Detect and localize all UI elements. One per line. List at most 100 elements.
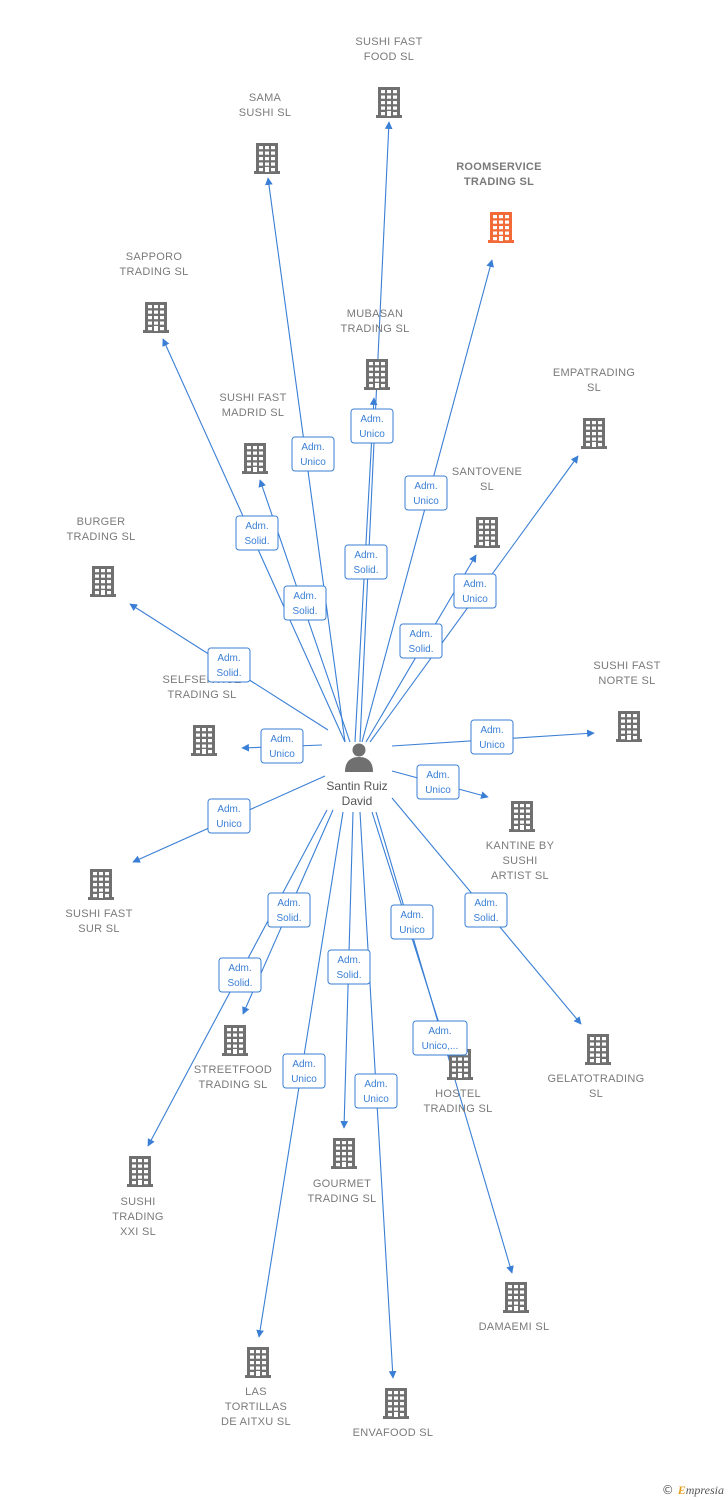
role-label-gourmet-trading[interactable]: Adm.Solid. <box>327 949 371 985</box>
company-label: KANTINE BY <box>486 840 555 852</box>
company-label: SL <box>589 1088 603 1100</box>
building-icon <box>242 443 268 474</box>
role-label-text: Adm. <box>217 804 240 815</box>
role-label-text: Adm. <box>414 481 437 492</box>
company-label: NORTE SL <box>598 675 655 687</box>
role-label-text: Adm. <box>409 629 432 640</box>
company-label: ARTIST SL <box>491 870 549 882</box>
building-icon <box>581 418 607 449</box>
role-label-kantine-by-sushi-artist[interactable]: Adm.Unico <box>416 764 460 800</box>
building-icon <box>127 1156 153 1187</box>
role-label-text: Unico <box>462 594 488 605</box>
person-name-line1: Santin Ruiz <box>326 779 387 793</box>
role-label-text: Solid. <box>227 978 252 989</box>
company-label: TRADING SL <box>340 323 409 335</box>
company-label: TORTILLAS <box>225 1401 287 1413</box>
brand-initial: E <box>677 1483 686 1497</box>
role-label-text: Adm. <box>293 591 316 602</box>
role-label-text: Adm. <box>360 414 383 425</box>
role-label-hostel-trading[interactable]: Adm.Unico <box>390 904 434 940</box>
role-label-text: Solid. <box>353 565 378 576</box>
role-label-sama-sushi[interactable]: Adm.Unico <box>291 436 335 472</box>
role-label-sushi-fast-madrid[interactable]: Adm.Solid. <box>283 585 327 621</box>
building-icon <box>331 1138 357 1169</box>
role-label-envafood[interactable]: Adm.Unico <box>354 1073 398 1109</box>
role-label-sushi-fast-norte[interactable]: Adm.Unico <box>470 719 514 755</box>
role-label-text: Unico <box>413 496 439 507</box>
company-label: SAMA <box>249 92 282 104</box>
role-label-las-tortillas-de-aitxu[interactable]: Adm. Unico <box>282 1053 326 1089</box>
company-label: TRADING SL <box>66 531 135 543</box>
company-label: HOSTEL <box>435 1088 481 1100</box>
company-node-envafood[interactable]: ENVAFOOD SL <box>353 1388 434 1439</box>
building-icon <box>364 359 390 390</box>
building-icon <box>585 1034 611 1065</box>
person-icon <box>345 743 373 772</box>
company-label: SUSHI FAST <box>65 908 132 920</box>
person-node[interactable]: Santin Ruiz David <box>326 743 388 809</box>
role-label-sapporo-trading[interactable]: Adm.Solid. <box>235 515 279 551</box>
building-icon <box>143 302 169 333</box>
role-label-burger-trading[interactable]: Adm.Solid. <box>207 647 251 683</box>
role-label-text: Unico <box>359 429 385 440</box>
building-icon <box>616 711 642 742</box>
role-label-selfservice-trading[interactable]: Adm.Unico <box>260 728 304 764</box>
company-label: STREETFOOD <box>194 1064 272 1076</box>
role-label-text: Unico <box>363 1094 389 1105</box>
company-node-sushi-fast-sur[interactable]: SUSHI FAST SUR SL <box>65 869 132 935</box>
company-node-damaemi[interactable]: DAMAEMI SL <box>479 1282 550 1333</box>
company-label: BURGER <box>77 516 126 528</box>
building-icon <box>90 566 116 597</box>
role-label-gelatotrading[interactable]: Adm. Solid. <box>464 892 508 928</box>
role-label-sushi-trading-xxi[interactable]: Adm. Solid. <box>218 957 262 993</box>
role-label-text: Adm. <box>228 963 251 974</box>
role-label-damaemi[interactable]: Adm.Unico,... <box>412 1020 468 1056</box>
person-name-line2: David <box>342 794 373 808</box>
role-label-text: Adm. <box>292 1059 315 1070</box>
role-label-text: Unico <box>291 1074 317 1085</box>
role-label-text: Unico <box>269 749 295 760</box>
role-label-text: Adm. <box>354 550 377 561</box>
role-label-text: Solid. <box>244 536 269 547</box>
role-label-text: Adm. <box>474 898 497 909</box>
role-label-sushi-fast-food[interactable]: Adm. Unico <box>350 408 394 444</box>
role-label-text: Solid. <box>408 644 433 655</box>
role-label-text: Adm. <box>463 579 486 590</box>
role-label-streetfood-trading[interactable]: Adm.Solid. <box>267 892 311 928</box>
company-label: GOURMET <box>313 1178 371 1190</box>
building-icon <box>509 801 535 832</box>
role-label-text: Solid. <box>473 913 498 924</box>
role-label-text: Unico,... <box>422 1041 459 1052</box>
role-label-text: Adm. <box>480 725 503 736</box>
role-label-empatrading[interactable]: Adm. Unico <box>453 573 497 609</box>
company-label: TRADING <box>112 1211 164 1223</box>
company-node-burger-trading[interactable]: BURGER TRADING SL <box>66 516 135 597</box>
role-label-mubasan-trading[interactable]: Adm. Solid. <box>344 544 388 580</box>
role-label-santovene[interactable]: Adm. Solid. <box>399 623 443 659</box>
company-label: TRADING SL <box>167 689 236 701</box>
role-label-sushi-fast-sur[interactable]: Adm.Unico <box>207 798 251 834</box>
role-label-roomservice-trading[interactable]: Adm. Unico <box>404 475 448 511</box>
role-label-text: Adm. <box>277 898 300 909</box>
role-label-text: Adm. <box>426 770 449 781</box>
company-label: SUR SL <box>78 923 120 935</box>
